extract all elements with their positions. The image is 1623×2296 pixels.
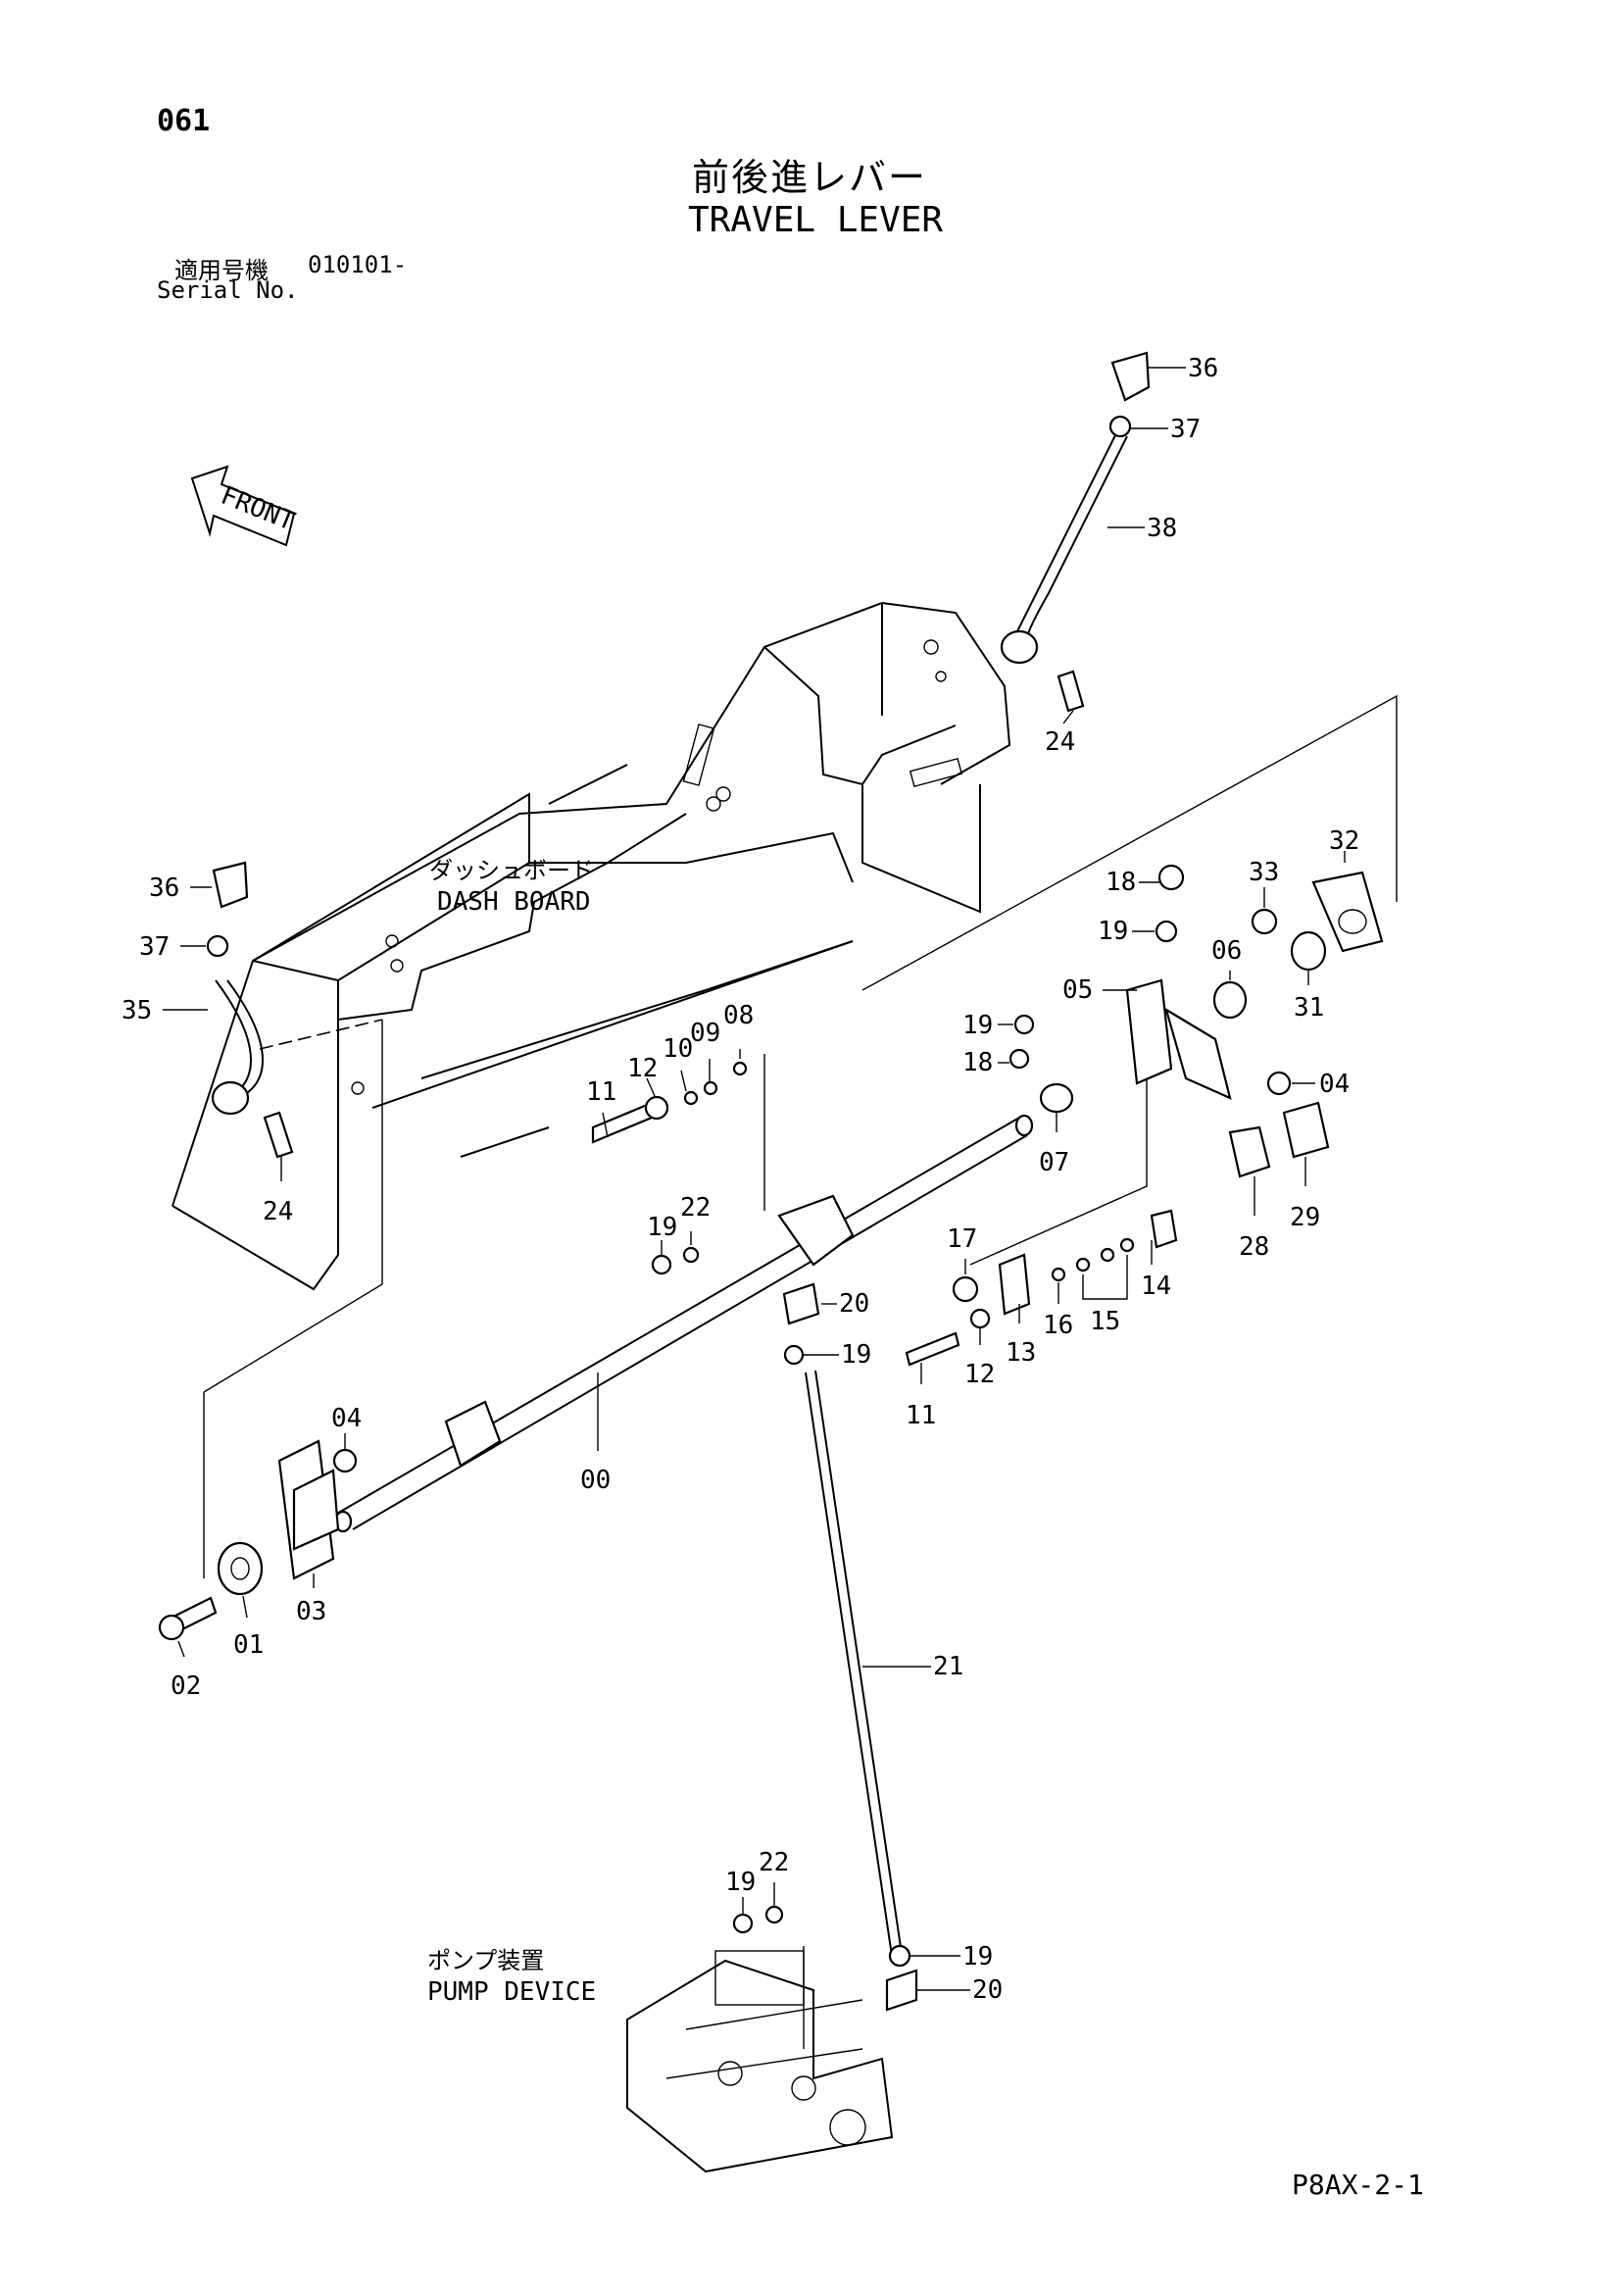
callout: 37 (1170, 415, 1201, 444)
callout: 12 (964, 1360, 995, 1389)
callout: 19 (1098, 917, 1128, 946)
callout: 35 (122, 996, 152, 1025)
pump-device-label-japanese: ポンプ装置 (427, 1947, 544, 1974)
lever-38 (1000, 351, 1151, 713)
callout: 15 (1090, 1307, 1120, 1336)
shaft-00 (333, 1114, 1034, 1533)
bracket-assembly-right (1008, 864, 1384, 1178)
callout: 36 (149, 873, 179, 903)
callout: 17 (947, 1224, 977, 1254)
dash-board: ダッシュボード DASH BOARD (172, 601, 1011, 1291)
callout: 24 (263, 1197, 293, 1226)
page-number: 061 (157, 104, 211, 138)
callout: 06 (1211, 936, 1242, 966)
callout: 31 (1294, 993, 1324, 1023)
callout: 16 (1043, 1311, 1073, 1340)
callout: 20 (839, 1289, 869, 1319)
callout: 19 (841, 1340, 871, 1370)
callout: 04 (1319, 1070, 1350, 1099)
callout: 37 (139, 932, 170, 962)
serial-label-japanese: 適用号機 (174, 257, 269, 284)
callout: 01 (233, 1630, 264, 1660)
callout: 05 (1062, 975, 1093, 1005)
callout: 28 (1239, 1232, 1269, 1262)
pump-device: ポンプ装置 PUMP DEVICE (427, 1905, 894, 2173)
rod-21 (805, 1370, 918, 2012)
page-title: TRAVEL LEVER (688, 200, 944, 240)
callout: 02 (171, 1672, 201, 1701)
callout: 18 (962, 1048, 993, 1077)
callout: 20 (972, 1975, 1003, 2005)
dash-board-label: DASH BOARD (437, 887, 591, 917)
callout: 22 (680, 1193, 711, 1223)
callout: 13 (1006, 1338, 1036, 1368)
front-label: FRONT (217, 480, 299, 536)
callout: 14 (1141, 1272, 1171, 1301)
callout: 24 (1045, 727, 1075, 757)
callout: 07 (1039, 1148, 1069, 1177)
callout: 32 (1329, 826, 1359, 856)
bracket-assembly-left (158, 1439, 358, 1641)
callout: 33 (1249, 858, 1279, 887)
dash-board-label-japanese: ダッシュボード (429, 857, 594, 884)
callout: 12 (627, 1054, 658, 1083)
document-code: P8AX-2-1 (1292, 2169, 1424, 2201)
callout: 11 (906, 1401, 936, 1430)
callout: 11 (586, 1077, 616, 1107)
callout: 18 (1106, 868, 1136, 897)
callout: 19 (962, 1942, 993, 1972)
callout: 22 (759, 1848, 789, 1877)
page-title-japanese: 前後進レバー (692, 156, 928, 199)
callout: 00 (580, 1466, 611, 1495)
callout: 10 (663, 1034, 693, 1064)
callouts: 36 37 38 24 36 37 35 24 18 19 33 32 06 3… (122, 354, 1359, 2005)
callout: 03 (296, 1597, 326, 1626)
callout: 38 (1147, 514, 1177, 543)
pump-device-label: PUMP DEVICE (427, 1977, 596, 2007)
front-direction-arrow: FRONT (190, 465, 299, 547)
serial-label: Serial No. (157, 276, 299, 304)
callout: 19 (962, 1011, 993, 1040)
callout: 19 (647, 1213, 677, 1242)
callout: 21 (933, 1652, 963, 1681)
callout: 08 (723, 1001, 754, 1030)
linkage-parts (591, 1061, 1178, 1367)
callout: 04 (331, 1404, 362, 1433)
callout: 19 (725, 1868, 756, 1897)
callout: 29 (1290, 1203, 1320, 1232)
callout: 09 (690, 1019, 720, 1048)
callout: 36 (1188, 354, 1218, 383)
serial-range: 010101- (308, 251, 408, 278)
assembly-reference-lines (203, 694, 1398, 2049)
lever-35 (206, 861, 294, 1159)
